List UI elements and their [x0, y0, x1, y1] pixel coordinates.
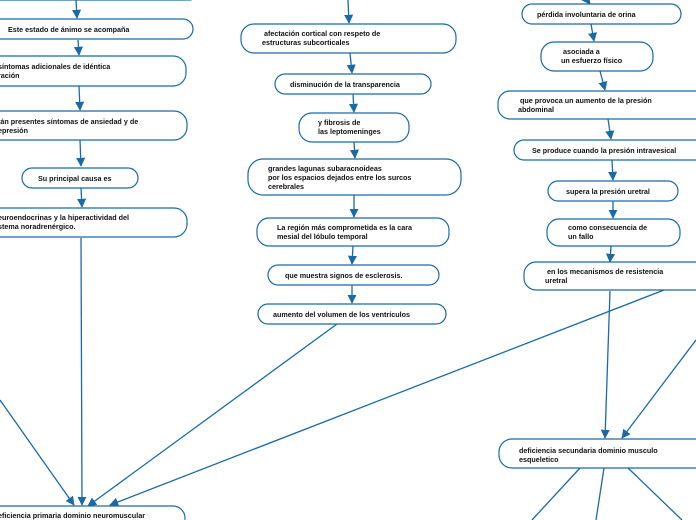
node-label: euroendocrinas y la hiperactividad del [0, 213, 129, 222]
edge [77, 187, 87, 208]
node-label: pérdida involuntaria de orina [537, 10, 637, 19]
node-label: cerebrales [268, 182, 304, 191]
edge [73, 39, 83, 56]
edge [627, 467, 683, 520]
node-label: stema noradrenérgico. [0, 222, 76, 231]
node-label: estructuras subcorticales [262, 38, 350, 47]
node-label: mesial del lóbulo temporal [277, 232, 368, 241]
node-presion-abdominal[interactable]: que provoca un aumento de la presión abd… [497, 90, 696, 120]
edge [77, 237, 87, 506]
node-label: que provoca un aumento de la presión [520, 96, 652, 105]
edge [75, 85, 85, 111]
edge [109, 289, 665, 507]
node-label: La región más comprometida es la cara [277, 223, 413, 232]
edge [72, 0, 82, 19]
node-estado-animo-acompana[interactable]: Este estado de ánimo se acompaña [0, 18, 194, 40]
node-label: disminución de la transparencia [290, 80, 401, 89]
node-label: aumento del volumen de los ventrículos [273, 310, 410, 319]
edge [87, 323, 338, 507]
node-label: y fibrosis de [318, 118, 360, 127]
node-principal-causa[interactable]: Su principal causa es [21, 167, 139, 189]
node-label: un esfuerzo físico [561, 56, 623, 65]
edge [349, 93, 359, 113]
edge [344, 0, 354, 24]
node-esfuerzo-fisico[interactable]: asociada a un esfuerzo físico [540, 41, 654, 72]
edge [76, 139, 86, 167]
node-ansiedad-depresion[interactable]: tán presentes síntomas de ansiedad y de … [0, 110, 188, 141]
node-presion-intravesical[interactable]: Se produce cuando la presión intravesica… [513, 139, 696, 161]
node-label: en los mecanismos de resistencia [547, 267, 664, 276]
node-label: Su principal causa es [38, 174, 112, 183]
node-lagunas-subaracnoideas[interactable]: grandes lagunas subaracnoideas por los e… [247, 158, 462, 196]
node-perdida-orina[interactable]: pérdida involuntaria de orina [521, 3, 682, 25]
node-mecanismos-resistencia[interactable]: en los mecanismos de resistencia uretral [523, 261, 696, 291]
node-volumen-ventriculos[interactable]: aumento del volumen de los ventrículos [257, 303, 447, 325]
node-label: por los espacios dejados entre los surco… [268, 173, 411, 182]
edge [600, 290, 611, 439]
node-label: eficiencia primaria dominio neuromuscula… [0, 511, 145, 520]
node-afectacion-cortical[interactable]: afectación cortical con respeto de estru… [240, 23, 457, 54]
node-label: abdominal [518, 105, 554, 114]
node-label: deficiencia secundaria dominio musculo [519, 446, 658, 455]
edge [531, 467, 581, 520]
node-sintomas-adicionales[interactable]: síntomas adicionales de idéntica ración [0, 55, 187, 87]
node-region-comprometida[interactable]: La región más comprometida es la cara me… [256, 217, 450, 247]
edge [349, 141, 360, 159]
node-presion-uretral[interactable]: supera la presión uretral [547, 180, 679, 202]
edge [621, 339, 696, 439]
node-fibrosis-leptomeninges[interactable]: y fibrosis de las leptomeninges [298, 112, 410, 143]
node-esclerosis[interactable]: que muestra signos de esclerosis. [267, 264, 440, 286]
edge [0, 399, 75, 506]
edge [598, 70, 608, 91]
edge [595, 467, 605, 520]
node-label: supera la presión uretral [566, 187, 650, 196]
node-label: Se produce cuando la presión intravesica… [532, 146, 676, 155]
edge [588, 23, 598, 42]
node-consecuencia-fallo[interactable]: como consecuencia de un fallo [546, 218, 681, 247]
node-label: afectación cortical con respeto de [264, 29, 380, 38]
edge [605, 245, 616, 263]
edge [608, 159, 618, 181]
edge [346, 52, 356, 74]
node-label: grandes lagunas subaracnoideas [268, 164, 382, 173]
node-label: como consecuencia de [568, 223, 647, 232]
node-label: tán presentes síntomas de ansiedad y de [0, 117, 138, 126]
node-label: Este estado de ánimo se acompaña [8, 25, 130, 34]
node-label: ración [0, 71, 20, 80]
node-label: asociada a [563, 47, 601, 56]
node-label: epresión [0, 126, 28, 135]
node-label: que muestra signos de esclerosis. [285, 271, 402, 280]
edge [347, 245, 357, 265]
node-label: las leptomeninges [318, 127, 381, 136]
node-label: uretral [545, 276, 567, 285]
edge [581, 0, 591, 5]
node-disminucion-transparencia[interactable]: disminución de la transparencia [274, 73, 432, 95]
node-label: síntomas adicionales de idéntica [0, 62, 111, 71]
node-label: un fallo [568, 232, 594, 241]
node-deficiencia-secundaria[interactable]: deficiencia secundaria dominio musculo e… [498, 438, 696, 469]
node-deficiencia-primaria[interactable]: eficiencia primaria dominio neuromuscula… [0, 505, 186, 520]
edge [605, 118, 615, 140]
node-neuroendocrinas[interactable]: euroendocrinas y la hiperactividad del s… [0, 207, 188, 238]
node-label: esqueletico [519, 455, 559, 464]
